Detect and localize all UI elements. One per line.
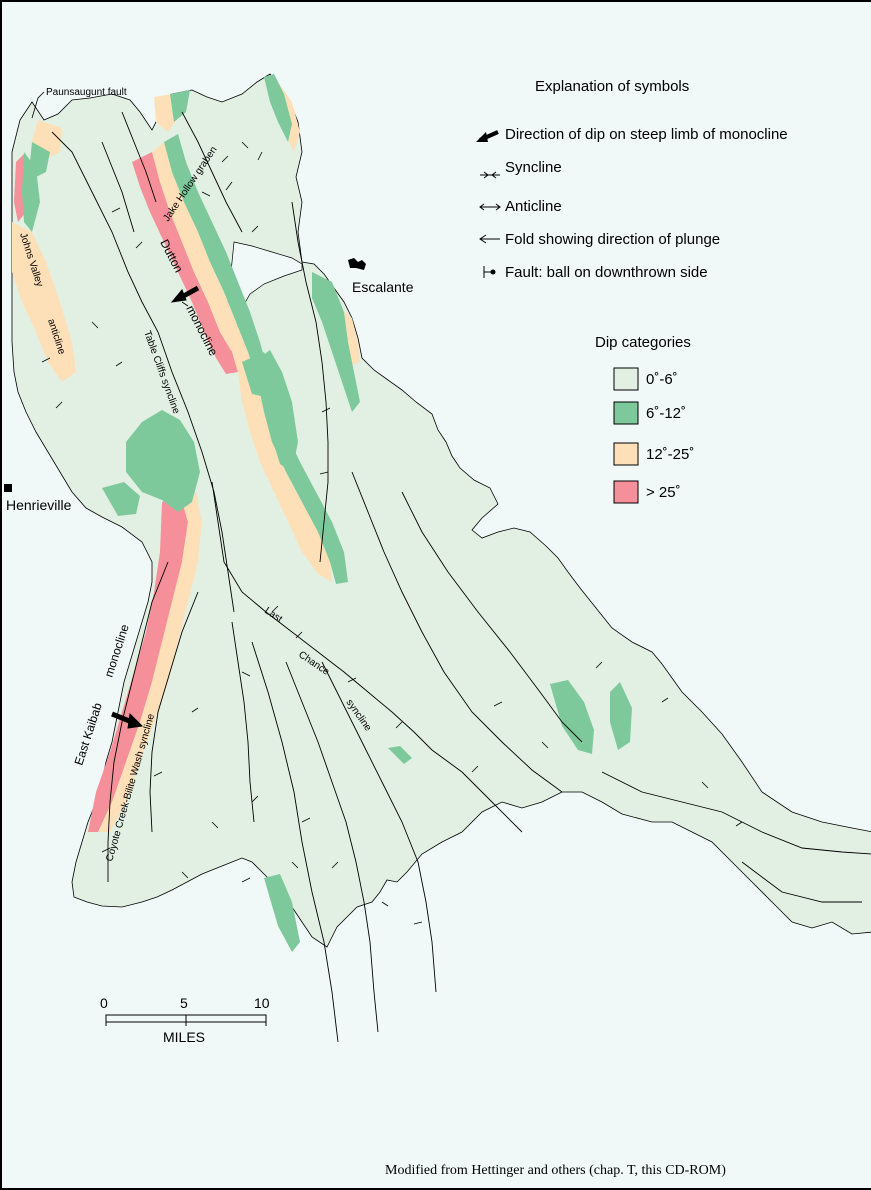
- dip-label-gt-25: > 25˚: [646, 484, 681, 501]
- dip-region-6-12-central: [126, 410, 200, 512]
- dip-region-6-12-se1: [550, 680, 594, 754]
- legend-item-dip: Direction of dip on steep limb of monocl…: [505, 126, 788, 143]
- dip-region-gt-25-dutton: [132, 152, 238, 374]
- dip-region-6-12-south: [264, 874, 300, 952]
- scale-tick-0: 0: [100, 995, 108, 1011]
- plunge-icon: [479, 234, 500, 244]
- dip-region-6-12-henrie: [102, 482, 140, 516]
- dip-region-6-12-es1: [312, 272, 360, 412]
- dip-label-6-12: 6˚-12˚: [646, 405, 686, 422]
- place-escalante: Escalante: [352, 279, 414, 295]
- dip-region-12-25-kaibab: [98, 492, 202, 832]
- dip-swatch-6-12: [613, 401, 639, 425]
- leader-line: [31, 91, 45, 119]
- dip-swatch-12-25: [613, 442, 639, 466]
- fault-ticks: [41, 141, 743, 925]
- map-credit: Modified from Hettinger and others (chap…: [385, 1163, 726, 1178]
- escalante-town-icon: [348, 258, 366, 270]
- syncline-icon: [480, 171, 500, 179]
- label-paunsaugunt-fault: Paunsaugunt fault: [46, 87, 127, 98]
- dip-arrow-icon: [476, 130, 499, 142]
- dip-region-6-12-blob: [388, 746, 412, 764]
- scale-unit: MILES: [163, 1029, 205, 1045]
- scale-tick-5: 5: [180, 995, 188, 1011]
- dip-swatch-0-6: [613, 367, 639, 391]
- legend-item-anticline: Anticline: [505, 198, 562, 215]
- legend-title: Explanation of symbols: [535, 78, 689, 95]
- dip-region-6-12-ne: [264, 74, 292, 142]
- henrieville-town-icon: [4, 484, 12, 492]
- dip-label-0-6: 0˚-6˚: [646, 371, 678, 388]
- legend-item-plunge: Fold showing direction of plunge: [505, 231, 720, 248]
- place-henrieville: Henrieville: [6, 497, 72, 513]
- dip-region-6-12-jv: [22, 152, 40, 232]
- label-east-kaibab: East Kaibab: [72, 701, 105, 767]
- dip-label-12-25: 12˚-25˚: [646, 446, 694, 463]
- dip-region-6-12-se2: [610, 682, 632, 750]
- dip-categories-title: Dip categories: [595, 334, 691, 351]
- dip-region-gt-25-kaibab: [88, 494, 188, 832]
- dip-region-12-25-johns: [12, 222, 76, 382]
- dip-region-6-12-north: [170, 90, 190, 122]
- legend-item-syncline: Syncline: [505, 159, 562, 176]
- scale-tick-10: 10: [254, 995, 270, 1011]
- dip-swatch-gt-25: [613, 480, 639, 504]
- fault-icon: [483, 266, 496, 278]
- dip-region-0-6: [11, 73, 871, 948]
- legend-item-fault: Fault: ball on downthrown side: [505, 264, 708, 281]
- legend: Explanation of symbols Direction of dip …: [476, 78, 788, 504]
- scale-bar: 0 5 10 MILES: [100, 995, 270, 1045]
- anticline-icon: [479, 203, 501, 211]
- dip-region-6-12-mid: [242, 352, 274, 398]
- dip-arrows: [111, 285, 200, 729]
- structure-lines: [51, 111, 871, 1043]
